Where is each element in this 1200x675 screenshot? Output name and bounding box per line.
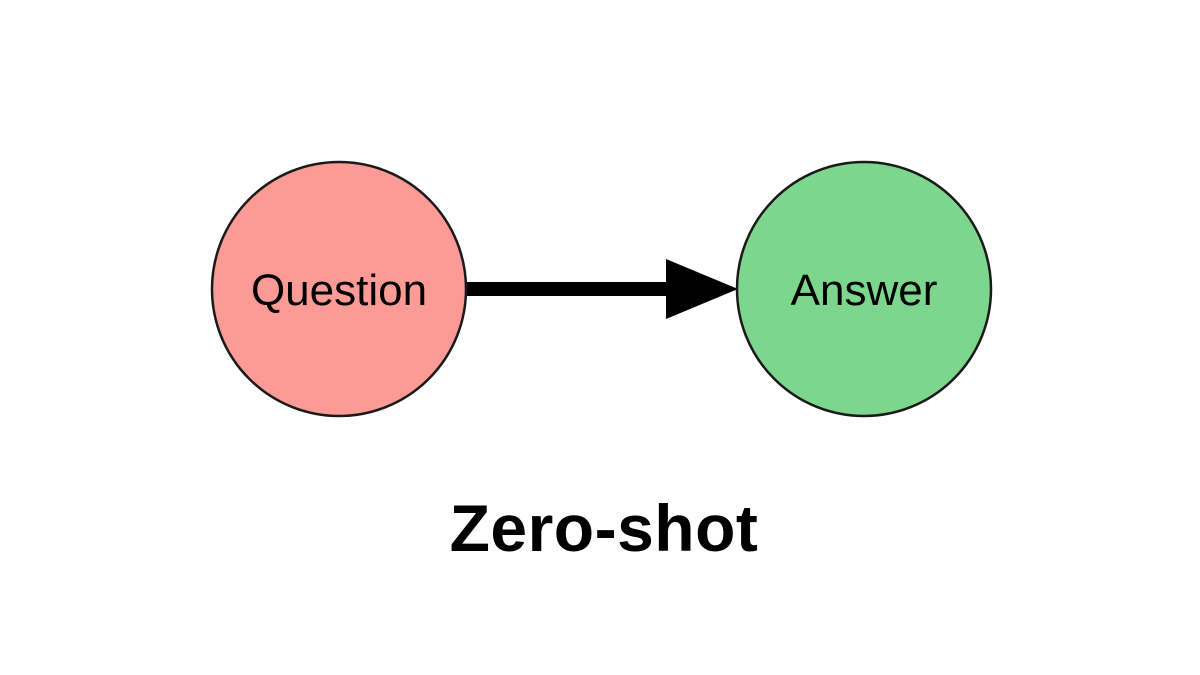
node-answer-label: Answer [791, 266, 938, 315]
node-answer: Answer [735, 160, 993, 418]
edge-question-to-answer [466, 259, 738, 319]
node-answer-circle [735, 160, 993, 418]
node-question: Question [210, 160, 468, 418]
node-question-label: Question [251, 266, 427, 315]
node-question-circle [210, 160, 468, 418]
arrowhead-icon [666, 259, 738, 319]
diagram-title: Zero-shot [450, 491, 759, 565]
